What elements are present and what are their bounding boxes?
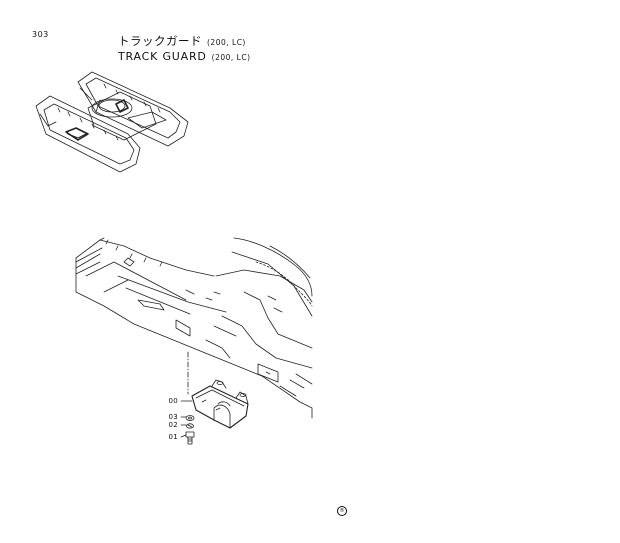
title-line-english: TRACK GUARD (200, LC): [118, 49, 251, 63]
title-variant-japanese: (200, LC): [207, 38, 246, 47]
overview-undercarriage: [35, 71, 189, 173]
title-block: トラックガード (200, LC) TRACK GUARD (200, LC): [118, 33, 251, 63]
title-english: TRACK GUARD: [118, 50, 207, 63]
detail-track-frame: [75, 237, 313, 419]
lock-washer-02: [186, 423, 194, 429]
callout-01: 01: [168, 433, 178, 441]
bolt-01: [185, 431, 195, 445]
title-line-japanese: トラックガード (200, LC): [118, 33, 251, 49]
title-variant-english: (200, LC): [211, 53, 251, 62]
exploded-track-guard: [191, 379, 249, 429]
callout-00: 00: [168, 397, 178, 405]
washer-03: [185, 415, 195, 421]
title-japanese: トラックガード: [118, 34, 202, 48]
page-number: 303: [32, 30, 49, 39]
registered-mark: ®: [337, 506, 347, 516]
callout-02: 02: [168, 421, 178, 429]
callout-03: 03: [168, 413, 178, 421]
